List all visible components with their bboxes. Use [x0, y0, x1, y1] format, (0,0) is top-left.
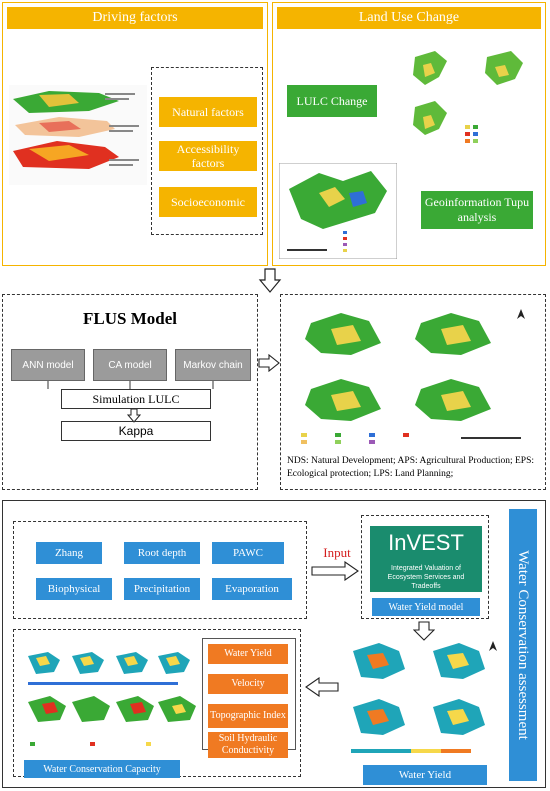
geoinformation-tupu-box: Geoinformation Tupu analysis: [421, 191, 533, 229]
accessibility-factors-box: Accessibility factors: [159, 141, 257, 171]
kappa-box: Kappa: [61, 421, 211, 441]
water-conservation-assessment-panel: Zhang Root depth PAWC Biophysical Precip…: [2, 500, 546, 788]
flus-connector-lines: [47, 381, 214, 389]
scenario-panel: NDS: Natural Development; APS: Agricultu…: [280, 294, 546, 490]
side-title-text: Water Conservation assessment: [515, 550, 531, 740]
velocity-box: Velocity: [208, 674, 288, 694]
left-arrow-capacity: [305, 677, 339, 697]
driving-factors-panel: Driving factors Natural factors Accessib…: [2, 2, 268, 266]
land-use-change-panel: Land Use Change LULC Change Geoinformati…: [272, 2, 546, 266]
down-arrow-top: [258, 268, 282, 293]
biophysical-box: Biophysical: [36, 578, 112, 600]
water-yield-maps-image: [351, 641, 497, 753]
land-use-change-title: Land Use Change: [277, 7, 541, 29]
lulc-maps-image: [413, 51, 523, 143]
side-title-bar: Water Conservation assessment: [509, 509, 537, 781]
ann-model-box: ANN model: [11, 349, 85, 381]
flus-down-arrow: [127, 409, 141, 423]
zhang-box: Zhang: [36, 542, 102, 564]
water-yield-model-label: Water Yield model: [372, 598, 480, 616]
pawc-box: PAWC: [212, 542, 284, 564]
right-arrow-flus: [258, 354, 280, 372]
scenario-caption: NDS: Natural Development; APS: Agricultu…: [287, 456, 534, 479]
input-arrow: [311, 561, 359, 581]
natural-factors-box: Natural factors: [159, 97, 257, 127]
water-yield-label: Water Yield: [363, 765, 487, 785]
simulation-lulc-box: Simulation LULC: [61, 389, 211, 409]
driving-factors-group: [151, 67, 263, 235]
socioeconomic-box: Socioeconomic: [159, 187, 257, 217]
capacity-maps-image: [28, 652, 196, 746]
input-label: Input: [323, 545, 351, 560]
topographic-index-box: Topographic Index: [208, 704, 288, 728]
lulc-change-box: LULC Change: [287, 85, 377, 117]
model-inputs-group: Zhang Root depth PAWC Biophysical Precip…: [13, 521, 307, 619]
invest-subtitle: Integrated Valuation of Ecosystem Servic…: [387, 565, 465, 590]
water-yield-factor-box: Water Yield: [208, 644, 288, 664]
soil-hydraulic-conductivity-box: Soil Hydraulic Conductivity: [208, 732, 288, 758]
water-conservation-capacity-label: Water Conservation Capacity: [24, 760, 180, 778]
geoinformation-map-image: [279, 163, 397, 259]
scenario-maps-image: [301, 309, 525, 444]
flus-model-title: FLUS Model: [83, 309, 177, 328]
evaporation-box: Evaporation: [212, 578, 292, 600]
root-depth-box: Root depth: [124, 542, 200, 564]
driving-factors-title: Driving factors: [7, 7, 263, 29]
down-arrow-invest: [413, 621, 435, 641]
invest-logo-block: InVEST Integrated Valuation of Ecosystem…: [370, 526, 482, 592]
flus-model-panel: FLUS Model ANN model CA model Markov cha…: [2, 294, 258, 490]
ca-model-box: CA model: [93, 349, 167, 381]
driving-factor-maps-image: [9, 85, 147, 185]
markov-chain-box: Markov chain: [175, 349, 251, 381]
precipitation-box: Precipitation: [124, 578, 200, 600]
water-conservation-capacity-group: Water Yield Velocity Topographic Index S…: [13, 629, 301, 778]
invest-model-group: InVEST Integrated Valuation of Ecosystem…: [361, 515, 489, 619]
invest-logo-text: InVEST: [388, 530, 464, 555]
